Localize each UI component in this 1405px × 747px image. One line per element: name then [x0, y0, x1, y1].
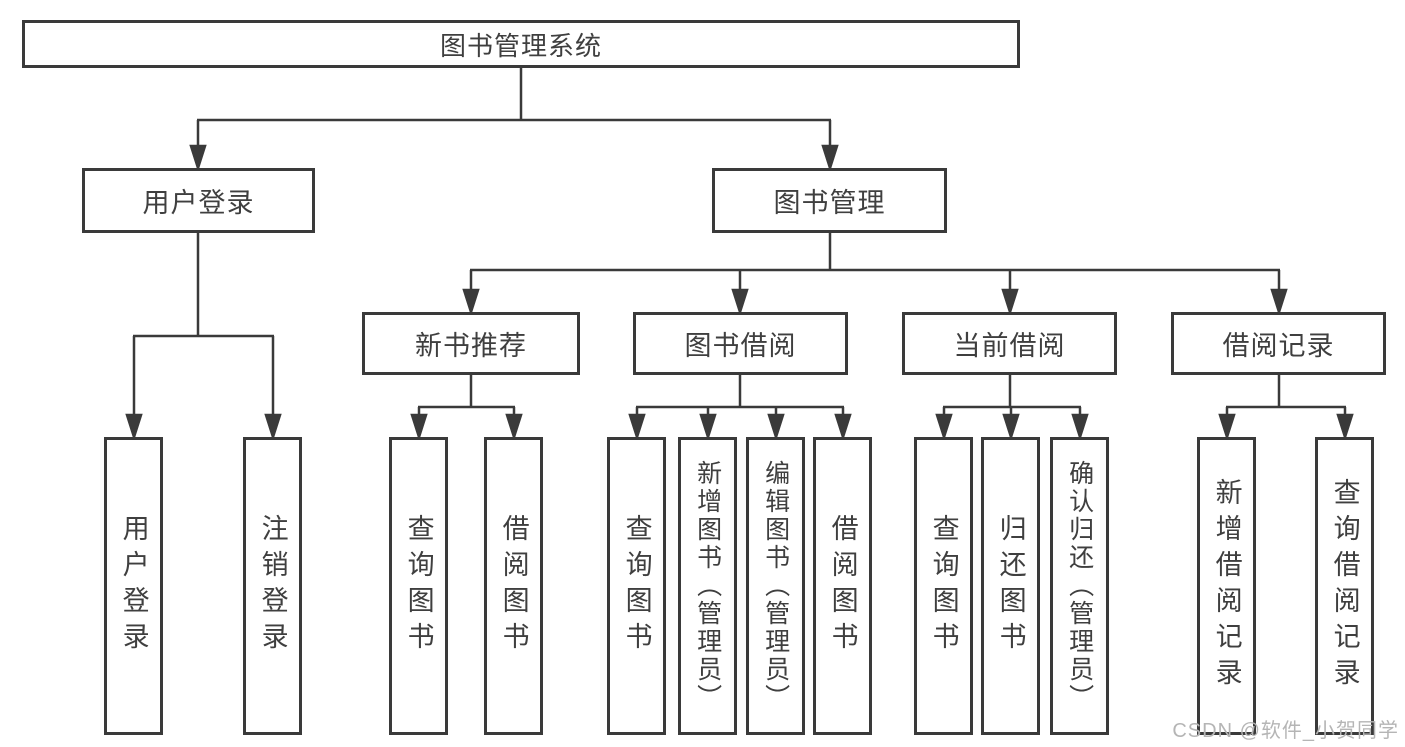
leaf-user-login: 用户登录	[104, 437, 163, 735]
leaf-add-borrow-record: 新增借阅记录	[1197, 437, 1256, 735]
leaf-query-book-3: 查询图书	[914, 437, 973, 735]
leaf-label: 归还图书	[995, 514, 1026, 658]
leaf-query-borrow-record: 查询借阅记录	[1315, 437, 1374, 735]
leaf-query-book-2: 查询图书	[607, 437, 666, 735]
leaf-borrow-book-1: 借阅图书	[484, 437, 543, 735]
node-book-borrow: 图书借阅	[633, 312, 848, 375]
csdn-watermark: CSDN @软件_小贺同学	[1172, 720, 1399, 742]
leaf-confirm-return-admin: 确认归还（管理员）	[1050, 437, 1109, 735]
leaf-add-book-admin: 新增图书（管理员）	[678, 437, 737, 735]
node-root: 图书管理系统	[22, 20, 1020, 68]
node-current-borrow-label: 当前借阅	[953, 331, 1066, 361]
node-book-management-label: 图书管理	[773, 188, 886, 218]
node-root-label: 图书管理系统	[439, 30, 602, 61]
node-borrow-records: 借阅记录	[1171, 312, 1386, 375]
leaf-logout: 注销登录	[243, 437, 302, 735]
node-book-management: 图书管理	[712, 168, 947, 233]
node-book-borrow-label: 图书借阅	[684, 331, 797, 361]
node-user-login: 用户登录	[82, 168, 315, 233]
node-current-borrow: 当前借阅	[902, 312, 1117, 375]
leaf-label: 新增图书（管理员）	[693, 460, 722, 712]
leaf-label: 查询图书	[621, 514, 652, 658]
leaf-label: 确认归还（管理员）	[1065, 460, 1094, 712]
leaf-label: 注销登录	[257, 514, 288, 658]
leaf-label: 新增借阅记录	[1211, 478, 1242, 694]
leaf-label: 用户登录	[118, 514, 149, 658]
leaf-edit-book-admin: 编辑图书（管理员）	[746, 437, 805, 735]
node-new-book-recommend-label: 新书推荐	[415, 331, 527, 361]
leaf-label: 借阅图书	[498, 514, 529, 658]
leaf-label: 借阅图书	[827, 514, 858, 658]
leaf-label: 查询图书	[403, 514, 434, 658]
node-user-login-label: 用户登录	[142, 188, 255, 218]
leaf-return-book: 归还图书	[981, 437, 1040, 735]
leaf-label: 查询借阅记录	[1329, 478, 1360, 694]
leaf-query-book-1: 查询图书	[389, 437, 448, 735]
leaf-borrow-book-2: 借阅图书	[813, 437, 872, 735]
leaf-label: 查询图书	[928, 514, 959, 658]
node-new-book-recommend: 新书推荐	[362, 312, 580, 375]
node-borrow-records-label: 借阅记录	[1222, 331, 1335, 361]
leaf-label: 编辑图书（管理员）	[761, 460, 790, 712]
